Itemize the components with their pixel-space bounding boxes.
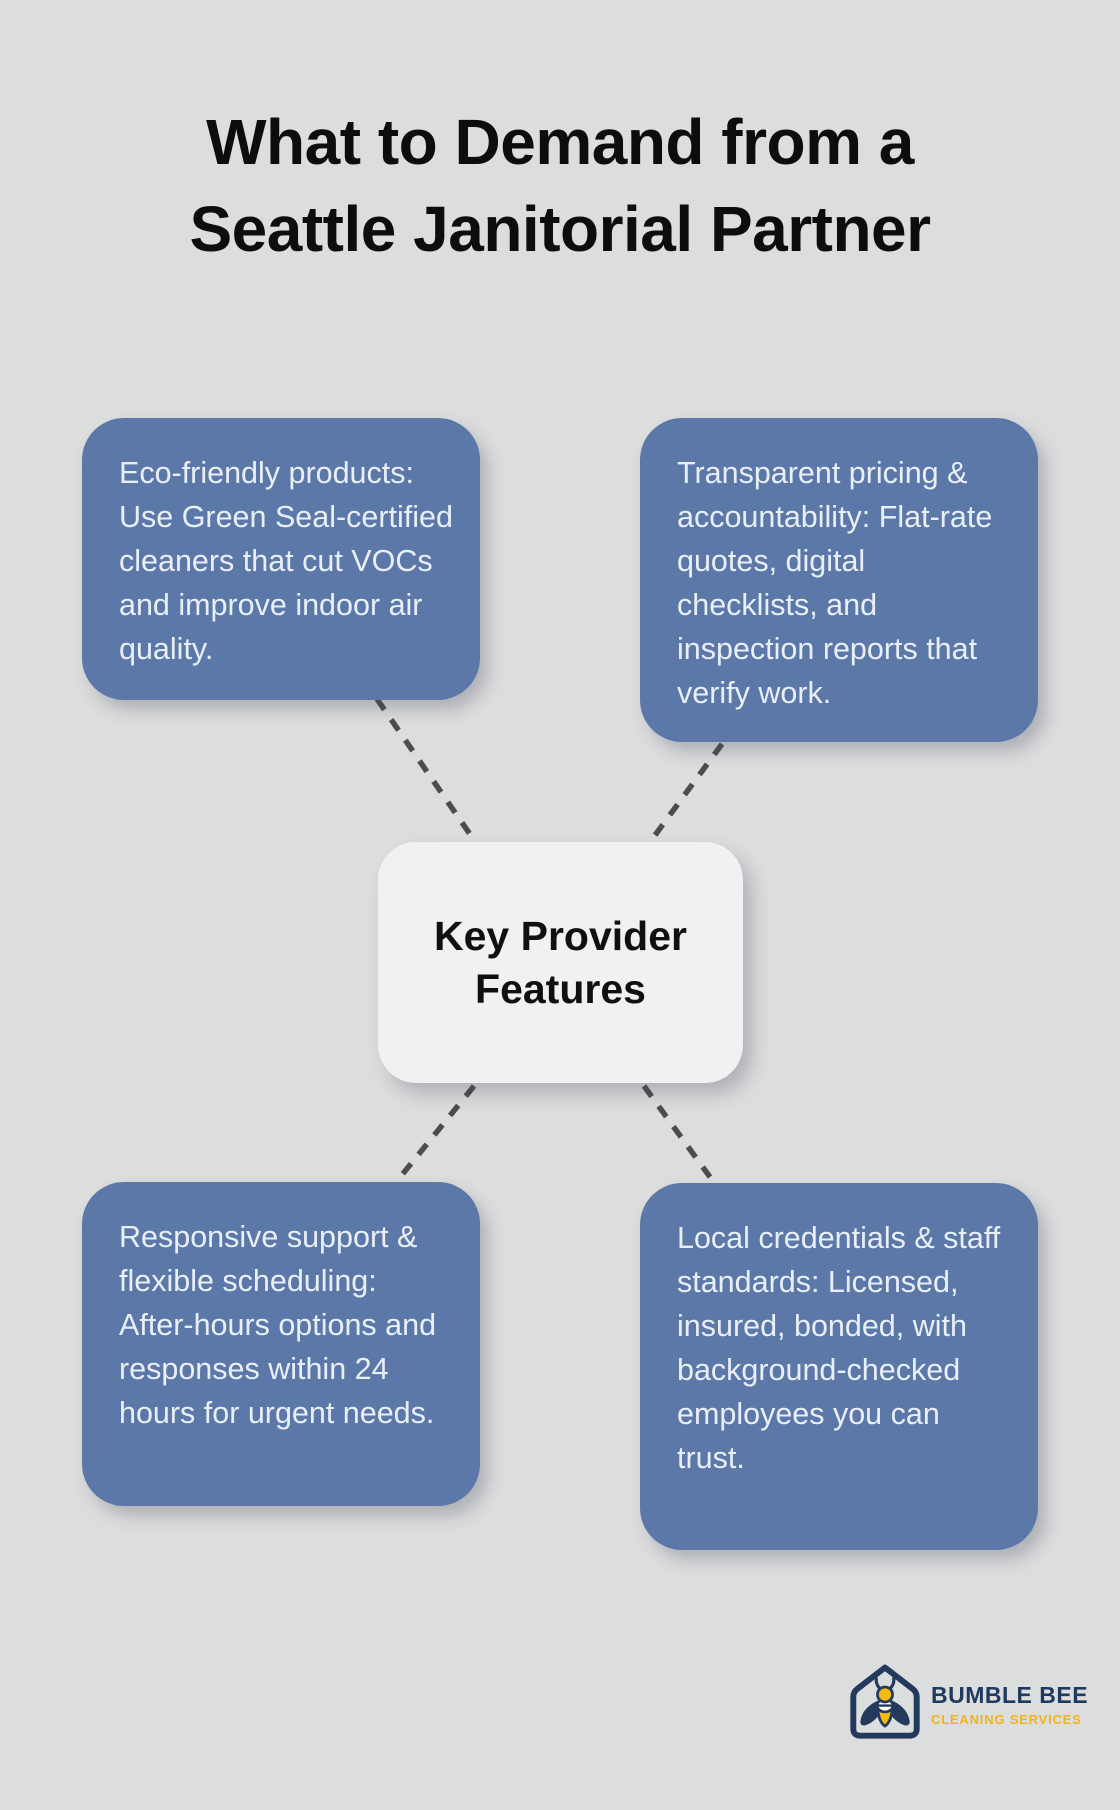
connector-line-top-left <box>374 697 479 845</box>
page-title-line-1: What to Demand from a <box>206 106 914 178</box>
feature-card-eco-friendly: Eco-friendly products: Use Green Seal-ce… <box>82 418 480 700</box>
center-node-label: Key Provider Features <box>434 912 687 1012</box>
bumble-bee-house-icon <box>850 1664 920 1739</box>
feature-card-transparent-pricing: Transparent pricing & accountability: Fl… <box>640 418 1038 742</box>
page-title-line-2: Seattle Janitorial Partner <box>189 193 931 265</box>
page-title: What to Demand from a Seattle Janitorial… <box>0 99 1120 273</box>
brand-name: BUMBLE BEE <box>931 1681 1089 1708</box>
connector-line-bottom-right <box>641 1084 713 1179</box>
feature-card-text: Responsive support & flexible scheduling… <box>119 1220 437 1430</box>
house-icon <box>850 1664 920 1739</box>
center-node: Key Provider Features <box>378 842 743 1083</box>
brand-logo: BUMBLE BEE CLEANING SERVICES <box>845 1662 1088 1746</box>
feature-card-text: Eco-friendly products: Use Green Seal-ce… <box>119 456 453 666</box>
bee-icon <box>860 1677 910 1728</box>
feature-card-text: Local credentials & staff standards: Lic… <box>677 1221 1001 1475</box>
feature-card-local-credentials: Local credentials & staff standards: Lic… <box>640 1183 1038 1550</box>
brand-logo-text: BUMBLE BEE CLEANING SERVICES <box>931 1682 1088 1727</box>
feature-card-responsive-support: Responsive support & flexible scheduling… <box>82 1182 480 1506</box>
connector-line-top-right <box>647 742 725 844</box>
connector-line-bottom-left <box>394 1084 477 1183</box>
brand-tagline: CLEANING SERVICES <box>931 1711 1082 1727</box>
feature-card-text: Transparent pricing & accountability: Fl… <box>677 456 993 710</box>
